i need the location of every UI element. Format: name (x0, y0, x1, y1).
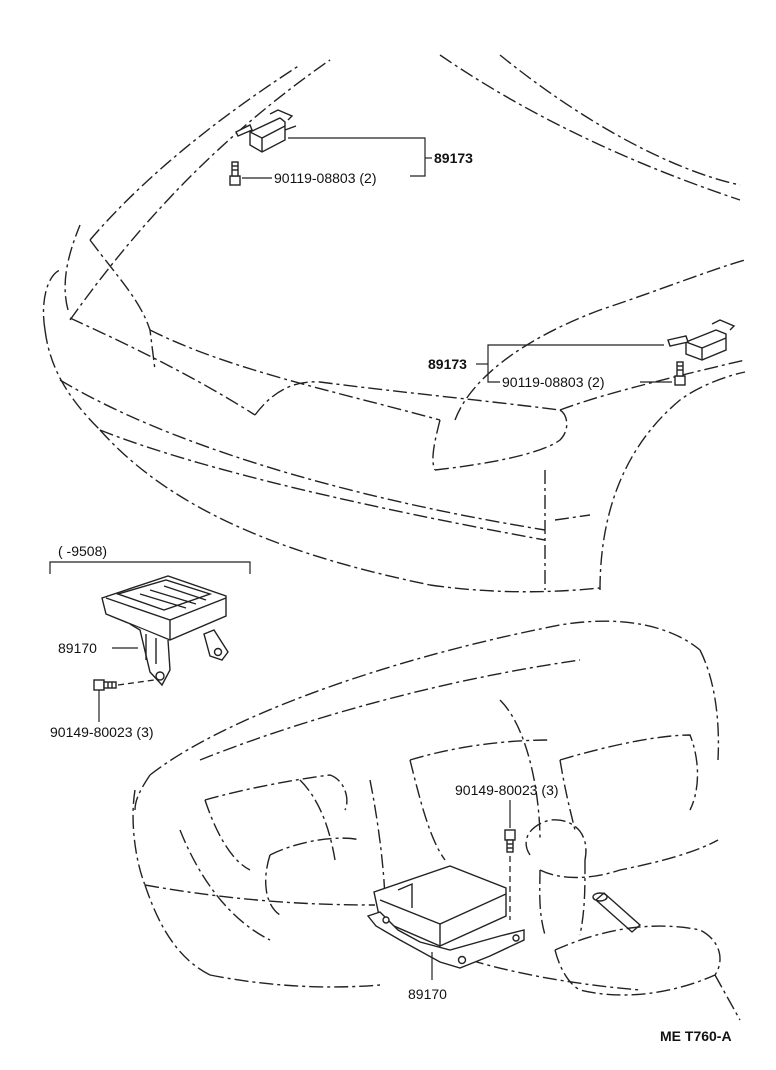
range-bracket (49, 561, 251, 574)
bolt-upper[interactable] (229, 161, 241, 186)
dashboard-outline (132, 620, 741, 1021)
leader-dash-ecu (431, 800, 511, 980)
bolt-left[interactable] (93, 679, 117, 691)
label-bolt-right: 90119-08803 (2) (502, 374, 604, 390)
bolt-right[interactable] (674, 361, 686, 386)
airbag-ecu-left[interactable] (101, 575, 229, 687)
front-sensor-right[interactable] (667, 319, 736, 361)
label-sensor-right: 89173 (428, 356, 467, 372)
airbag-ecu-center[interactable] (366, 865, 525, 969)
label-bolt-dash: 90149-80023 (3) (455, 782, 559, 798)
front-sensor-upper[interactable] (235, 109, 297, 153)
label-sensor-upper: 89173 (434, 150, 473, 166)
figure-code: ME T760-A (660, 1028, 732, 1044)
leader-upper-sensor (242, 137, 432, 179)
label-ecu-left: 89170 (58, 640, 97, 656)
leader-left-ecu (98, 647, 155, 722)
car-body-outline (42, 54, 746, 593)
label-bolt-left: 90149-80023 (3) (50, 724, 154, 740)
label-bolt-upper: 90119-08803 (2) (274, 170, 376, 186)
label-range-note: ( -9508) (58, 543, 107, 559)
leader-right-sensor (476, 344, 672, 383)
label-ecu-bottom: 89170 (408, 986, 447, 1002)
bolt-dash[interactable] (504, 829, 516, 853)
parking-brake-lever (592, 892, 642, 933)
